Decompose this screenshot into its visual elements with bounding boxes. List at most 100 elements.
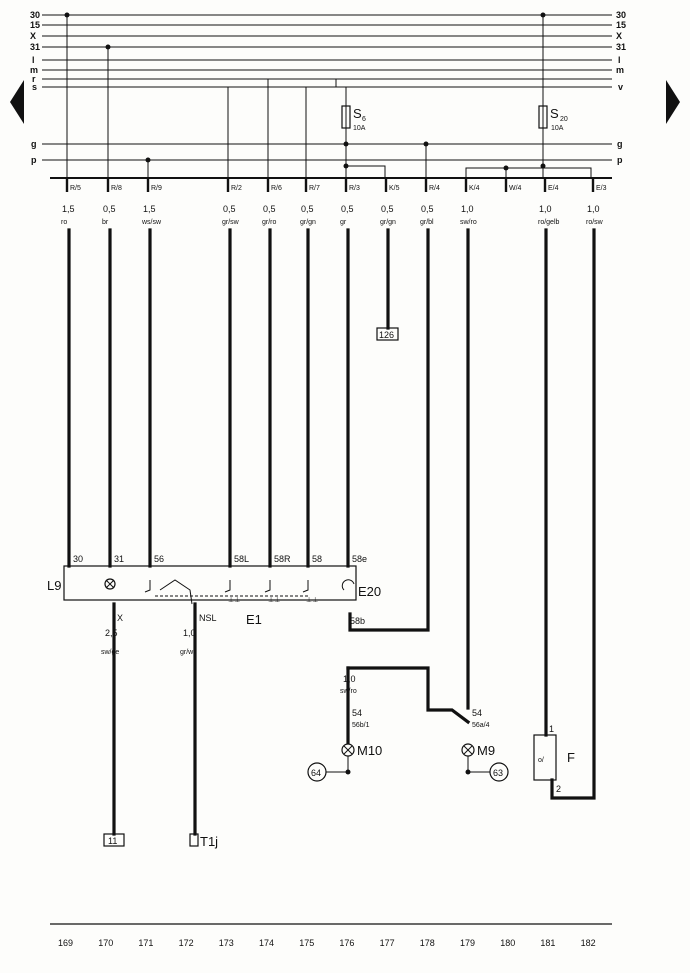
wire-size-8: 0,5	[421, 204, 434, 214]
f-term-2: 2	[556, 784, 561, 794]
connector-r-8: R/8	[111, 185, 122, 192]
wire-size-7: 0,5	[381, 204, 394, 214]
wire-size-3: 0,5	[223, 204, 236, 214]
rail-label-l-left: l	[32, 55, 35, 65]
term-56: 56	[154, 554, 164, 564]
rail-labels-left: 30 15 X 31 l m r s g p	[30, 10, 40, 165]
wire-size-9: 1,0	[461, 204, 474, 214]
f-term-1: 1	[549, 724, 554, 734]
svg-text:⊥⊥: ⊥⊥	[228, 597, 240, 604]
wire-color-3: gr/sw	[222, 219, 240, 226]
rail-label-m-left: m	[30, 65, 38, 75]
m10-label: M10	[357, 743, 382, 758]
connector-w-4: W/4	[509, 185, 522, 192]
rail-label-g-left: g	[31, 139, 37, 149]
track-number-178: 178	[420, 938, 435, 948]
term-58b: 58b	[350, 616, 365, 626]
rail-label-l-right: l	[618, 55, 621, 65]
wire-size-4: 0,5	[263, 204, 276, 214]
wire-nsl-color: gr/ws	[180, 649, 197, 656]
rail-label-30-left: 30	[30, 10, 40, 20]
f-label: F	[567, 750, 575, 765]
connector-e-4: E/4	[548, 185, 559, 192]
term-58r: 58R	[274, 554, 291, 564]
switch-f: 1 o/ F 2	[533, 724, 575, 794]
light-switch-assembly: L9 E20 E1 30 31 56 58L 58R 58 58e ⊥⊥ ⊥⊥ …	[47, 554, 381, 627]
connector-k-5: K/5	[389, 185, 400, 192]
label-e20: E20	[358, 584, 381, 599]
m9-ref: 63	[493, 768, 503, 778]
track-number-175: 175	[299, 938, 314, 948]
track-number-173: 173	[219, 938, 234, 948]
output-nsl: NSL 1,0 gr/ws T1j	[180, 602, 218, 849]
lamp-m10: 1,0 sw/ro 54 56b/1 M10 64	[307, 666, 471, 782]
track-number-174: 174	[259, 938, 274, 948]
term-30: 30	[73, 554, 83, 564]
wire-x-size: 2,5	[105, 628, 118, 638]
rail-label-x-left: X	[30, 31, 36, 41]
fuse-s6: S 6 10A	[341, 104, 366, 132]
lamp-m9: 54 56a/4 M9 63	[461, 708, 509, 782]
rail-label-x-right: X	[616, 31, 622, 41]
fuse-s6-num: 6	[362, 116, 366, 123]
m9-sub: 56a/4	[472, 722, 490, 729]
wire-color-7: gr/gn	[380, 219, 396, 226]
connector-r-2: R/2	[231, 185, 242, 192]
ref-126-label: 126	[379, 330, 394, 340]
rail-label-30-right: 30	[616, 10, 626, 20]
label-l9: L9	[47, 578, 61, 593]
ref-11: 11	[108, 836, 117, 846]
m10-sub: 56b/1	[352, 722, 370, 729]
track-number-179: 179	[460, 938, 475, 948]
track-number-172: 172	[179, 938, 194, 948]
track-number-180: 180	[500, 938, 515, 948]
track-number-169: 169	[58, 938, 73, 948]
rail-label-v-right: v	[618, 82, 623, 92]
rail-label-15-left: 15	[30, 20, 40, 30]
svg-text:o/: o/	[538, 757, 544, 764]
ref-t1j: T1j	[200, 834, 218, 849]
fuse-s20-rating: 10A	[551, 125, 564, 132]
track-number-181: 181	[540, 938, 555, 948]
wire-size-5: 0,5	[301, 204, 314, 214]
rail-label-15-right: 15	[616, 20, 626, 30]
wire-labels: 1,5ro0,5br1,5ws/sw0,5gr/sw0,5gr/ro0,5gr/…	[61, 204, 604, 226]
wire-m10-color: sw/ro	[340, 688, 357, 695]
left-arrow-icon[interactable]	[10, 80, 24, 124]
svg-text:⊥⊥: ⊥⊥	[306, 597, 318, 604]
fuse-s20: S 20 10A	[538, 104, 568, 132]
fuse-s20-name: S	[550, 106, 559, 121]
wire-size-0: 1,5	[62, 204, 75, 214]
wire-nsl-size: 1,0	[183, 628, 196, 638]
m10-term: 54	[352, 708, 362, 718]
rail-label-31-left: 31	[30, 42, 40, 52]
term-58l: 58L	[234, 554, 249, 564]
term-58e: 58e	[352, 554, 367, 564]
connector-r-6: R/6	[271, 185, 282, 192]
connector-r-4: R/4	[429, 185, 440, 192]
rail-label-p-right: p	[617, 155, 623, 165]
track-number-176: 176	[339, 938, 354, 948]
wire-color-0: ro	[61, 219, 67, 226]
rail-labels-right: 30 15 X 31 l m v g p	[616, 10, 626, 165]
wire-size-1: 0,5	[103, 204, 116, 214]
m9-term: 54	[472, 708, 482, 718]
right-arrow-icon[interactable]	[666, 80, 680, 124]
connector-e-3: E/3	[596, 185, 607, 192]
term-nsl: NSL	[199, 613, 217, 623]
rail-label-g-right: g	[617, 139, 623, 149]
rail-label-m-right: m	[616, 65, 624, 75]
wire-color-8: gr/bl	[420, 219, 434, 226]
wire-color-11: ro/sw	[586, 219, 604, 226]
wire-color-5: gr/gn	[300, 219, 316, 226]
wire-m10-size: 1,0	[343, 674, 356, 684]
fuse-s6-rating: 10A	[353, 125, 366, 132]
term-31: 31	[114, 554, 124, 564]
ref-126: 126	[376, 327, 399, 341]
m10-ref: 64	[311, 768, 321, 778]
term-58: 58	[312, 554, 322, 564]
wire-size-2: 1,5	[143, 204, 156, 214]
